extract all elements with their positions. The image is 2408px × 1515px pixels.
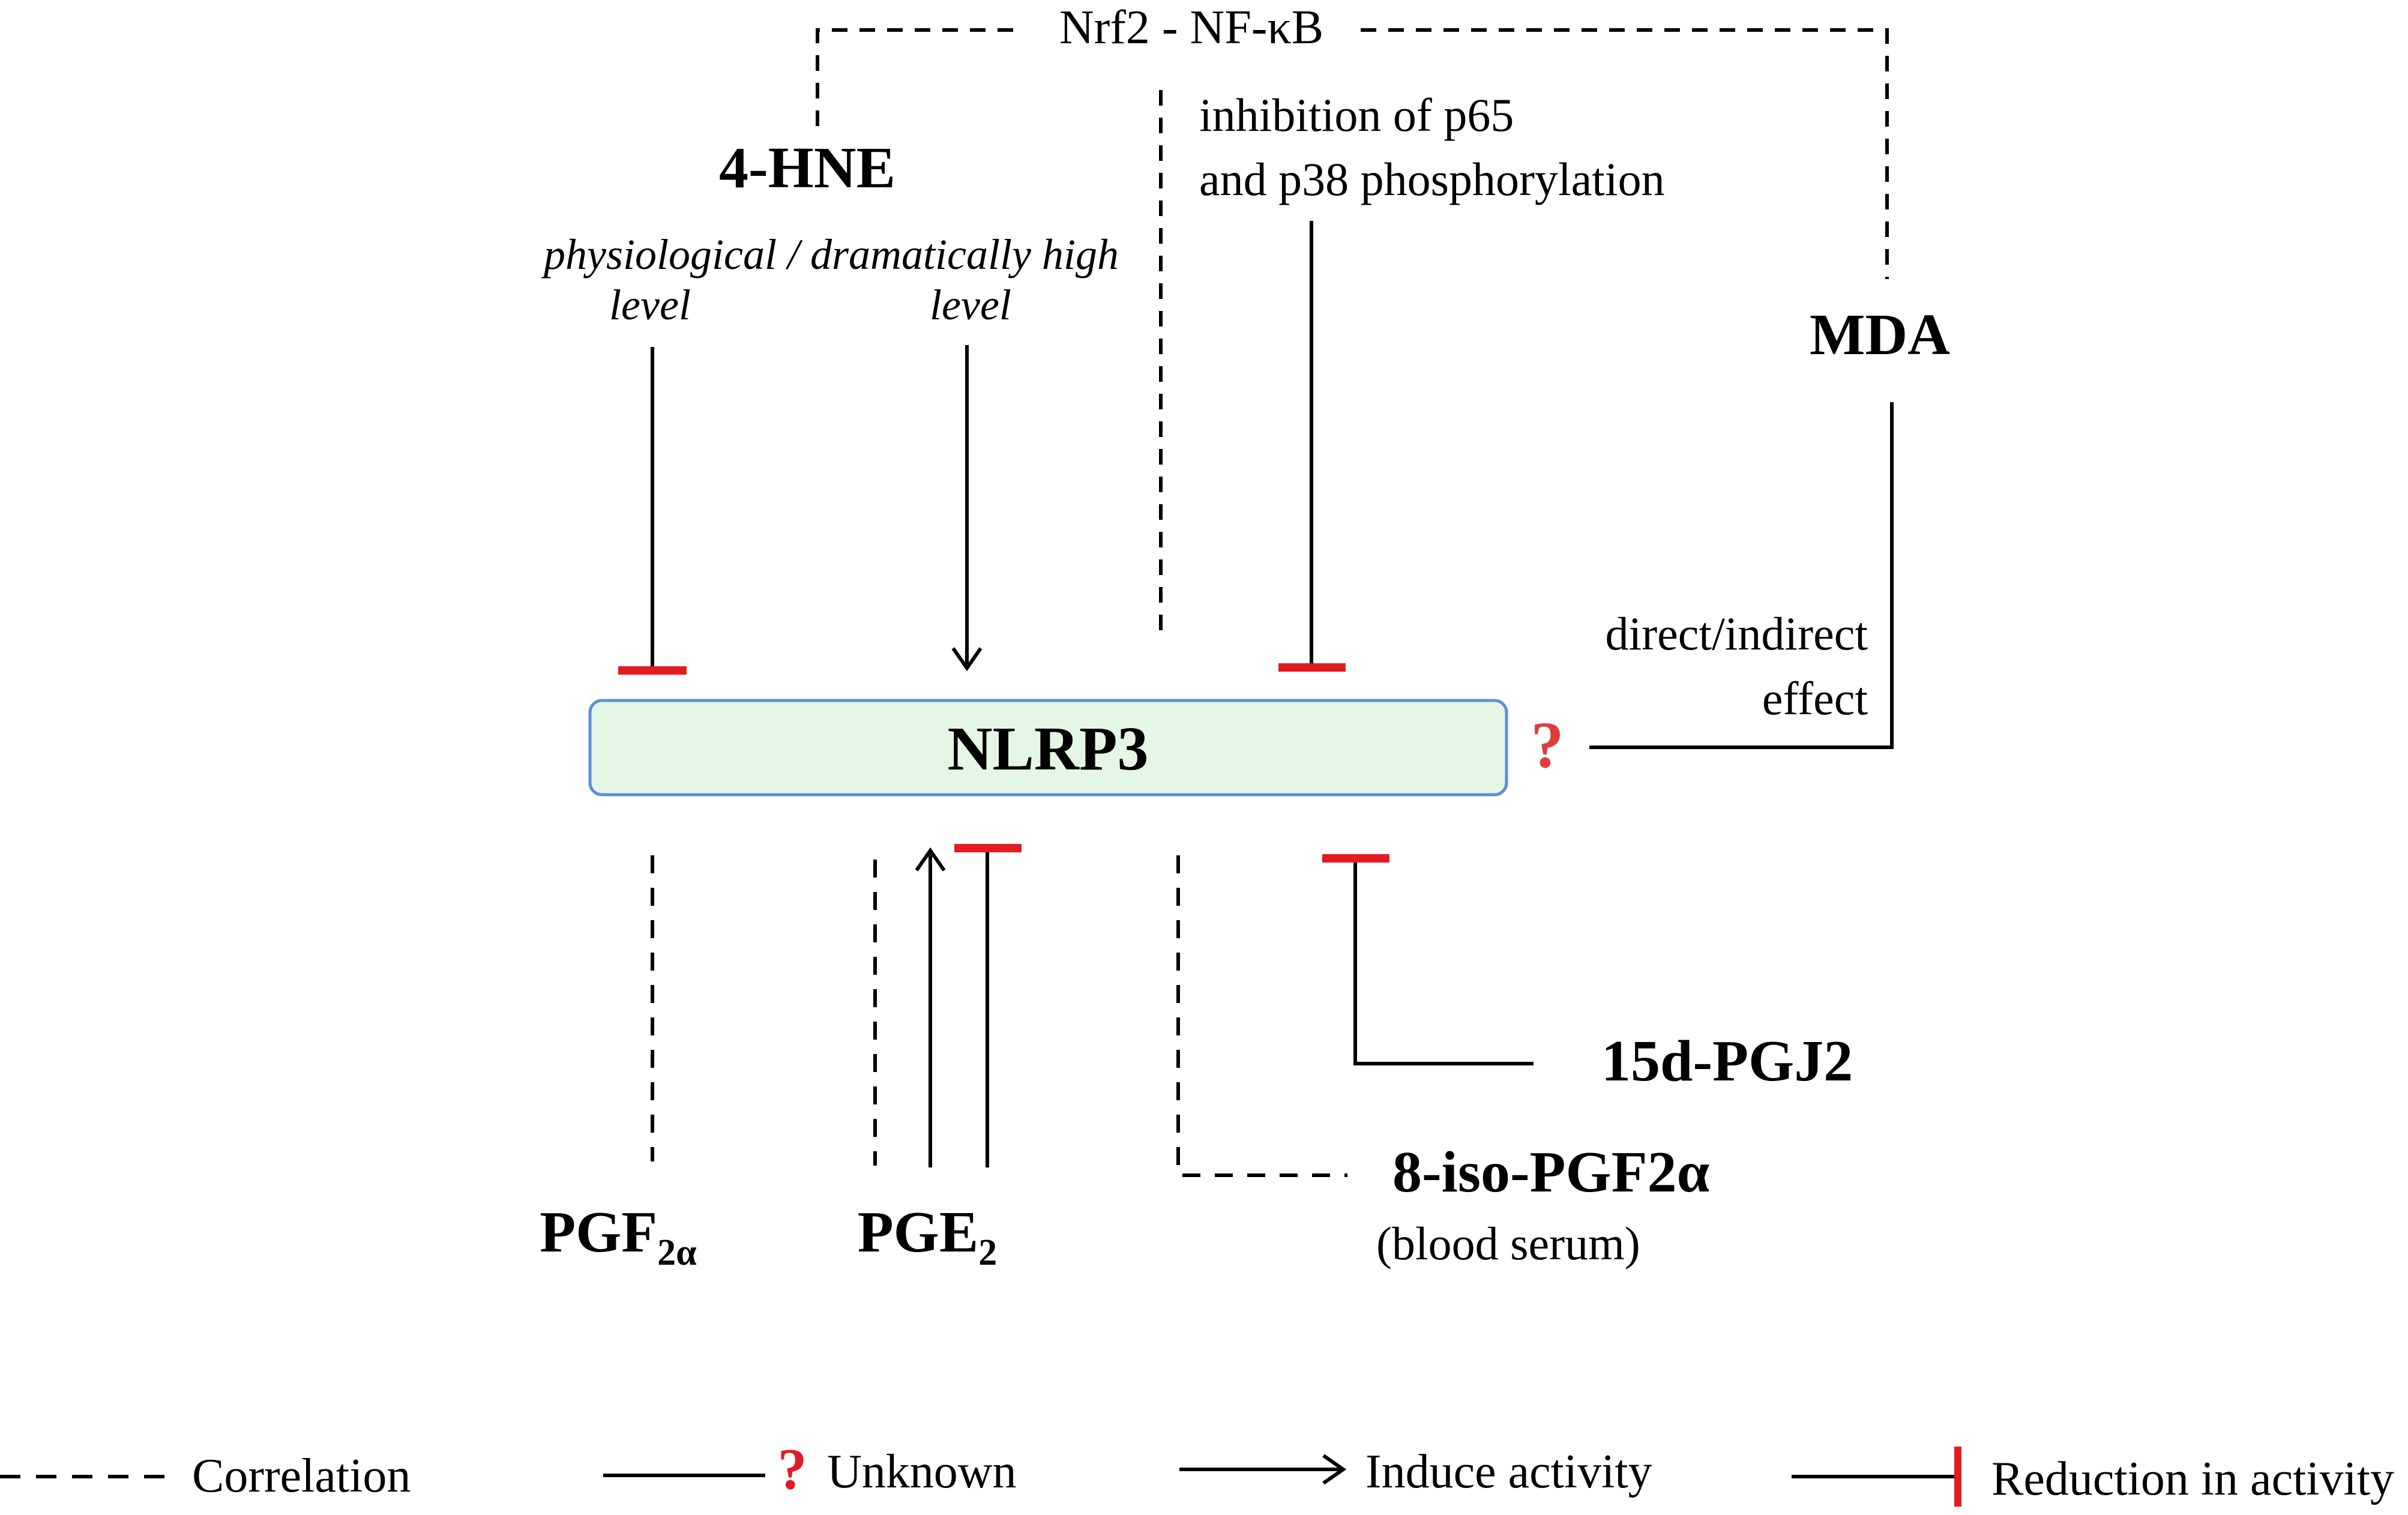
mda-question-mark: ?: [1531, 708, 1564, 782]
legend-induce-arrowhead: [1322, 1454, 1347, 1485]
legend-reduction: Reduction in activity: [1792, 1447, 2394, 1507]
hne-level-left: level: [609, 281, 691, 329]
iso-correlation-line: [1176, 855, 1347, 1177]
hne-title: 4-HNE: [719, 136, 895, 200]
nlrp3-box: [588, 699, 1508, 797]
legend: Correlation ? Unknown Induce activity Re…: [0, 1437, 2394, 1507]
pge-subscript: 2: [978, 1232, 997, 1273]
nlrp3-label: NLRP3: [947, 714, 1148, 783]
mda-effect-line1: direct/indirect: [1606, 607, 1868, 660]
bracket-right-segment: [1361, 28, 1889, 279]
mda-unknown-connector: [1589, 402, 1894, 749]
pge-induce-arrowhead: [915, 847, 946, 872]
legend-unknown-label: Unknown: [827, 1445, 1017, 1498]
pgf-subscript: 2α: [657, 1232, 697, 1273]
iso-note: (blood serum): [1376, 1217, 1640, 1270]
hne-induce-arrowhead: [951, 647, 983, 672]
pge-label: PGE2: [858, 1200, 997, 1273]
nrf2-nfkb-label: Nrf2 - NF-κB: [1059, 1, 1323, 54]
mda-effect-line2: effect: [1762, 672, 1868, 724]
legend-correlation: Correlation: [0, 1450, 411, 1502]
bracket-left-segment: [816, 28, 1023, 126]
hne-level-right: level: [930, 281, 1011, 329]
p65-line2: and p38 phosphorylation: [1199, 153, 1665, 205]
legend-induce: Induce activity: [1179, 1445, 1652, 1498]
pgj-title: 15d-PGJ2: [1601, 1029, 1853, 1094]
nrf2-nfkb-correlation-bracket: [816, 28, 1889, 642]
pgf-base: PGF: [540, 1200, 657, 1265]
p65-line1: inhibition of p65: [1199, 89, 1514, 141]
legend-correlation-label: Correlation: [192, 1450, 411, 1502]
iso-title: 8-iso-PGF2α: [1392, 1140, 1709, 1205]
pgj-inhibition-line: [1353, 860, 1534, 1065]
hne-level-line: physiological / dramatically high: [541, 230, 1119, 279]
legend-question-mark: ?: [778, 1437, 807, 1502]
legend-reduction-label: Reduction in activity: [1991, 1453, 2394, 1505]
pge-base: PGE: [858, 1200, 978, 1265]
pgf-label: PGF2α: [540, 1200, 697, 1273]
legend-induce-label: Induce activity: [1365, 1445, 1652, 1498]
legend-unknown: ? Unknown: [603, 1437, 1017, 1502]
mda-title: MDA: [1810, 303, 1950, 367]
